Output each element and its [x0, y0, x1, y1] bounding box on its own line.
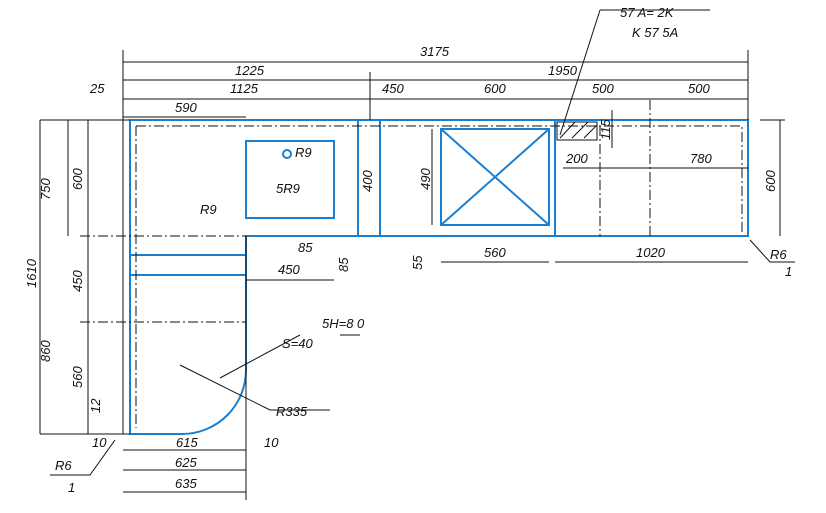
dim: 635	[175, 476, 197, 491]
dim: 10	[92, 435, 107, 450]
outline	[129, 119, 749, 435]
centerlines	[80, 100, 743, 428]
labels: 57 A= 2K K 57 5A 3175 1225 1950 25 1125 …	[24, 5, 792, 495]
dim: 1950	[548, 63, 578, 78]
dim: 600	[763, 170, 778, 192]
note-s: S=40	[282, 336, 313, 351]
dim: 500	[592, 81, 614, 96]
sink-label: 5R9	[276, 181, 300, 196]
dim: 1	[68, 480, 75, 495]
dim: 12	[88, 398, 103, 413]
callout-line2: K 57 5A	[632, 25, 678, 40]
dim: 400	[360, 170, 375, 192]
dim: 490	[418, 168, 433, 190]
dim: 1610	[24, 258, 39, 288]
dim: 560	[70, 366, 85, 388]
dim: 200	[565, 151, 588, 166]
dim: 450	[70, 270, 85, 292]
dim: 450	[382, 81, 404, 96]
dim: R9	[295, 145, 312, 160]
dim: 750	[38, 178, 53, 200]
note-sh: 5H=8 0	[322, 316, 365, 331]
dim: 85	[298, 240, 313, 255]
dim: 500	[688, 81, 710, 96]
dim: 615	[176, 435, 198, 450]
dim: 600	[70, 168, 85, 190]
dim-total: 3175	[420, 44, 450, 59]
dim: 860	[38, 340, 53, 362]
dim: 450	[278, 262, 300, 277]
dim: 560	[484, 245, 506, 260]
sink-cutout	[245, 140, 335, 219]
callout-line1: 57 A= 2K	[620, 5, 675, 20]
dim: 1225	[235, 63, 265, 78]
dim: 85	[336, 257, 351, 272]
dim: 55	[410, 255, 425, 270]
dim: 590	[175, 100, 197, 115]
dim: 25	[89, 81, 105, 96]
dim: 600	[484, 81, 506, 96]
dim-r335: R335	[276, 404, 308, 419]
dim: R6	[770, 247, 787, 262]
dim: 1125	[230, 81, 259, 96]
dim: 625	[175, 455, 197, 470]
hob-cutout	[440, 128, 550, 226]
hatched-block	[556, 121, 598, 141]
dim: R9	[200, 202, 217, 217]
dimension-lines	[39, 9, 795, 500]
dim: 10	[264, 435, 279, 450]
dim: 1020	[636, 245, 666, 260]
dim: 1	[785, 264, 792, 279]
dim: R6	[55, 458, 72, 473]
dim: 780	[690, 151, 712, 166]
dim: 115	[598, 119, 613, 140]
